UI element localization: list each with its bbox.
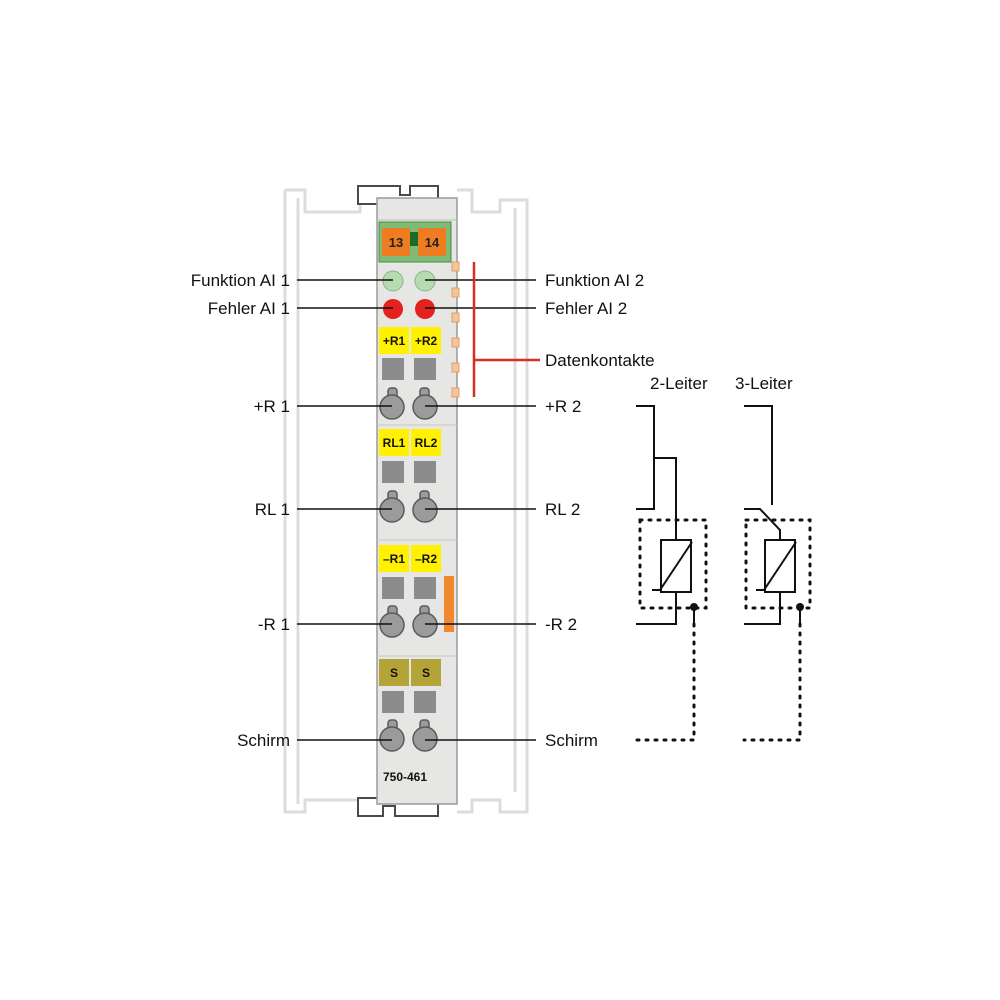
label-funktion-ai-2: Funktion AI 2 [545, 271, 644, 290]
junction-dot-3-leiter [796, 603, 804, 611]
clamp-shield-1 [379, 719, 405, 752]
pushbutton-shield-1[interactable] [382, 691, 404, 713]
label-plus-r2-text: +R2 [415, 334, 438, 348]
label-minus-r2-text: –R2 [415, 552, 437, 566]
label-plus-r1 [379, 327, 409, 354]
fuse-14 [418, 228, 446, 256]
label-3-leiter: 3-Leiter [735, 374, 793, 393]
junction-dot-2-leiter [690, 603, 698, 611]
led-funktion-ai-2 [414, 270, 436, 292]
label-plus-r2 [411, 327, 441, 354]
label-rl1 [379, 429, 409, 456]
led-fehler-ai-1 [383, 299, 403, 319]
leader-lines-left [297, 279, 393, 741]
pushbutton-rl1[interactable] [382, 461, 404, 483]
label-shield-2 [411, 659, 441, 686]
pushbutton-rl2[interactable] [414, 461, 436, 483]
label-rl2-text: RL2 [415, 436, 438, 450]
clamp-minus-r1 [379, 605, 405, 638]
part-number: 750-461 [383, 770, 427, 784]
label-datenkontakte: Datenkontakte [545, 351, 655, 370]
label-minus-r1-text: –R1 [383, 552, 405, 566]
terminal-module: 13 14 +R1 +R2 RL1 [357, 185, 460, 817]
din-rail-outline [283, 188, 529, 814]
pushbutton-plus-r1[interactable] [382, 358, 404, 380]
clamp-openings [379, 387, 438, 752]
clamp-plus-r1 [379, 387, 405, 420]
rtd-sensor-2-leiter [660, 539, 692, 593]
label-rl-2: RL 2 [545, 500, 580, 519]
label-minus-r1 [379, 545, 409, 572]
pushbutton-plus-r2[interactable] [414, 358, 436, 380]
fuse-label-14: 14 [425, 235, 440, 250]
label-shield-2-text: S [422, 666, 430, 680]
wiring-3-leiter [742, 405, 812, 742]
label-plus-r-2: +R 2 [545, 397, 581, 416]
label-fehler-ai-2: Fehler AI 2 [545, 299, 627, 318]
data-contacts-bracket [472, 262, 540, 397]
pushbutton-minus-r2[interactable] [414, 577, 436, 599]
wiring-2-leiter [634, 405, 708, 742]
fuse-connector [410, 232, 418, 246]
label-shield-1 [379, 659, 409, 686]
clamp-minus-r2 [412, 605, 438, 638]
label-minus-r-1: -R 1 [258, 615, 290, 634]
data-contacts [451, 261, 460, 398]
fuse-13 [382, 228, 410, 256]
fuse-label-13: 13 [389, 235, 403, 250]
label-2-leiter: 2-Leiter [650, 374, 708, 393]
label-plus-r-1: +R 1 [254, 397, 290, 416]
power-jumper-contact [444, 576, 454, 632]
label-rl-1: RL 1 [255, 500, 290, 519]
label-plus-r1-text: +R1 [383, 334, 406, 348]
label-rl1-text: RL1 [383, 436, 406, 450]
led-funktion-ai-1 [382, 270, 404, 292]
clamp-shield-2 [412, 719, 438, 752]
label-shield-1-text: S [390, 666, 398, 680]
leader-lines-right [425, 279, 536, 741]
label-minus-r2 [411, 545, 441, 572]
clamp-plus-r2 [412, 387, 438, 420]
led-fehler-ai-2 [415, 299, 435, 319]
pushbutton-shield-2[interactable] [414, 691, 436, 713]
label-schirm-1: Schirm [237, 731, 290, 750]
label-fehler-ai-1: Fehler AI 1 [208, 299, 290, 318]
clamp-rl1 [379, 490, 405, 523]
clamp-rl2 [412, 490, 438, 523]
label-schirm-2: Schirm [545, 731, 598, 750]
pushbutton-minus-r1[interactable] [382, 577, 404, 599]
label-funktion-ai-1: Funktion AI 1 [191, 271, 290, 290]
label-rl2 [411, 429, 441, 456]
label-minus-r-2: -R 2 [545, 615, 577, 634]
